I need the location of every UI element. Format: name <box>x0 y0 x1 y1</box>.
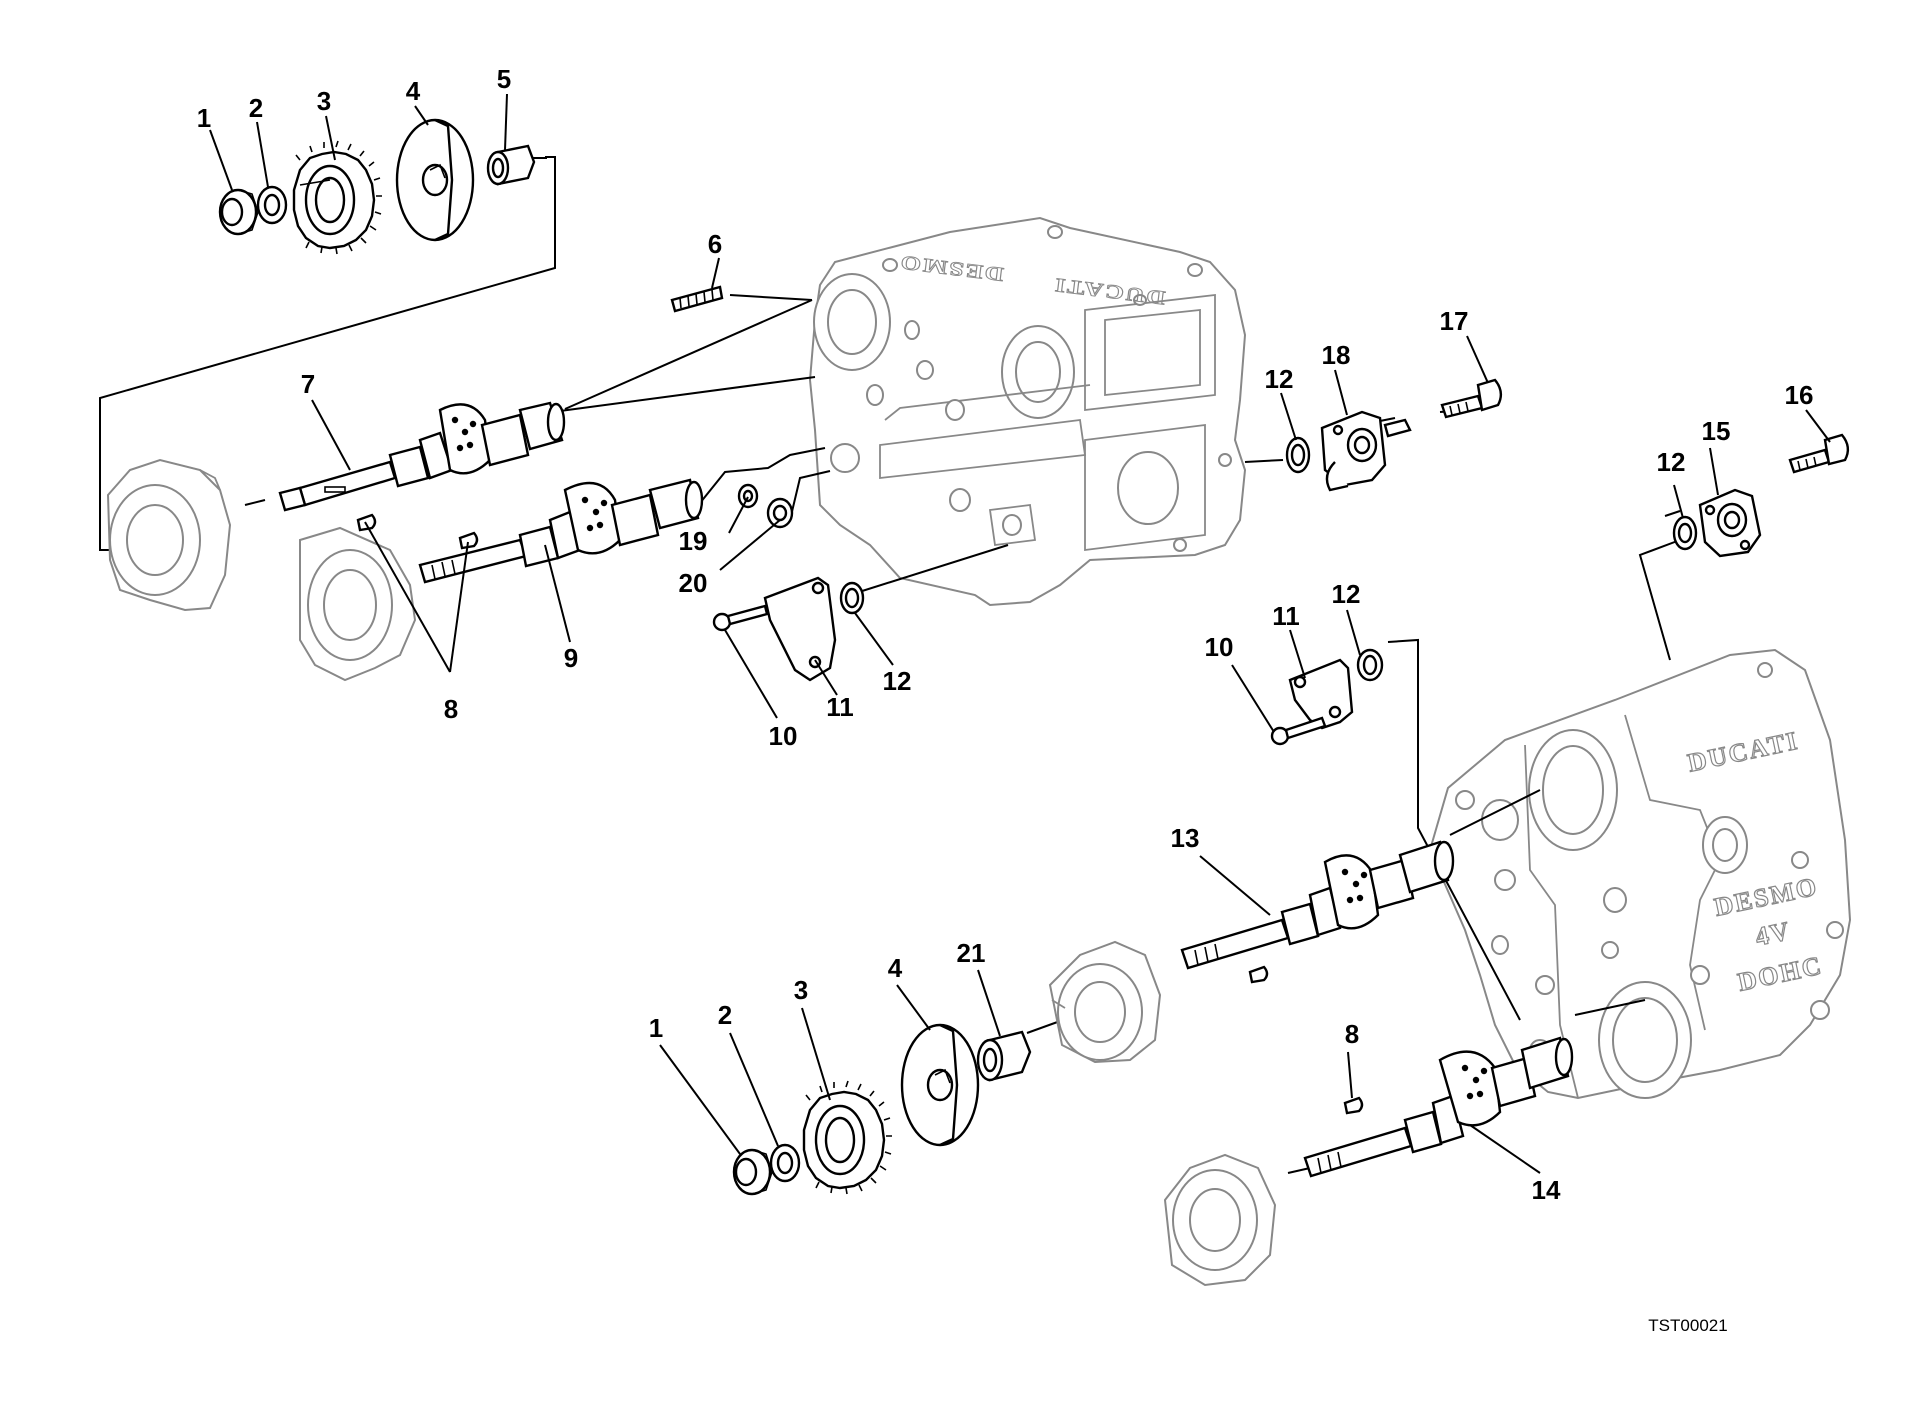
lower-spacer <box>976 1030 1032 1082</box>
tensioner-oring-upper <box>1285 436 1311 474</box>
callout-17: 17 <box>1440 306 1469 336</box>
second-bearing-housing <box>299 526 417 682</box>
lower-washer <box>769 1143 801 1183</box>
upper-tensioner-bolt <box>1440 378 1503 419</box>
upper-camshaft <box>278 401 566 512</box>
seal-ring-small <box>737 483 759 509</box>
callout-16: 16 <box>1785 380 1814 410</box>
drawing-code: TST00021 <box>1648 1316 1727 1335</box>
upper-timing-pulley <box>292 140 382 255</box>
callout-11-upper: 11 <box>826 692 854 722</box>
callout-9: 9 <box>564 643 578 673</box>
callout-1-upper: 1 <box>197 103 211 133</box>
callout-19: 19 <box>679 526 708 556</box>
callout-3-lower: 3 <box>794 975 808 1005</box>
callout-20: 20 <box>679 568 708 598</box>
lower-plate-screw <box>1270 716 1327 746</box>
callout-13: 13 <box>1171 823 1200 853</box>
callout-1-lower: 1 <box>649 1013 663 1043</box>
upper-cam-flange <box>395 118 475 242</box>
upper-tensioner-body <box>1320 410 1412 492</box>
callout-14: 14 <box>1532 1175 1561 1205</box>
callout-21: 21 <box>957 938 986 968</box>
callout-12-upper-tensioner: 12 <box>1265 364 1294 394</box>
stud <box>670 285 724 313</box>
lower-keys <box>1248 965 1364 1115</box>
callout-18: 18 <box>1322 340 1351 370</box>
lower-bearing-housing-bottom <box>1163 1153 1277 1287</box>
callout-7: 7 <box>301 369 315 399</box>
right-tensioner-bolt <box>1788 433 1850 474</box>
upper-bearing-housing <box>106 458 232 612</box>
vertical-cylinder-head-cover: DUCATI DESMO 4V DOHC <box>1428 648 1852 1100</box>
callout-labels: 1 2 3 4 5 6 7 8 9 10 11 12 12 18 17 19 2… <box>197 64 1814 1205</box>
callout-12-upper-plate: 12 <box>883 666 912 696</box>
callout-5: 5 <box>497 64 511 94</box>
callout-leaders <box>209 93 1831 1174</box>
upper-washer <box>256 185 288 225</box>
callout-11-lower: 11 <box>1272 601 1300 631</box>
callout-2-upper: 2 <box>249 93 263 123</box>
second-camshaft <box>418 478 704 584</box>
lower-timing-pulley <box>802 1080 892 1195</box>
lower-camshaft-14 <box>1303 1036 1574 1178</box>
callout-4-upper: 4 <box>406 76 421 106</box>
lower-cam-flange <box>900 1023 980 1147</box>
lower-camshaft-13 <box>1180 840 1455 970</box>
callout-6: 6 <box>708 229 722 259</box>
upper-keys <box>356 513 479 550</box>
lower-plate-oring <box>1356 648 1384 682</box>
callout-12-right-tensioner: 12 <box>1657 447 1686 477</box>
upper-plate-oring <box>839 581 865 615</box>
callout-4-lower: 4 <box>888 953 903 983</box>
callout-12-lower-plate: 12 <box>1332 579 1361 609</box>
horizontal-cylinder-head: DESMO DUCATI <box>808 216 1247 607</box>
callout-8-lower: 8 <box>1345 1019 1359 1049</box>
callout-2-lower: 2 <box>718 1000 732 1030</box>
upper-nut <box>218 188 259 236</box>
callout-3-upper: 3 <box>317 86 331 116</box>
callout-8-upper: 8 <box>444 694 458 724</box>
right-tensioner-body <box>1698 488 1762 558</box>
callout-10-upper: 10 <box>769 721 798 751</box>
tensioner-oring-right <box>1672 515 1698 551</box>
lower-nut <box>732 1148 773 1196</box>
callout-10-lower: 10 <box>1205 632 1234 662</box>
callout-15: 15 <box>1702 416 1731 446</box>
assembly-lines <box>99 156 1738 1174</box>
bushing <box>766 497 794 529</box>
upper-plate-screw <box>712 604 769 632</box>
upper-plate <box>763 576 837 682</box>
lower-bearing-housing-mid <box>1048 940 1162 1064</box>
upper-spacer <box>486 144 536 186</box>
